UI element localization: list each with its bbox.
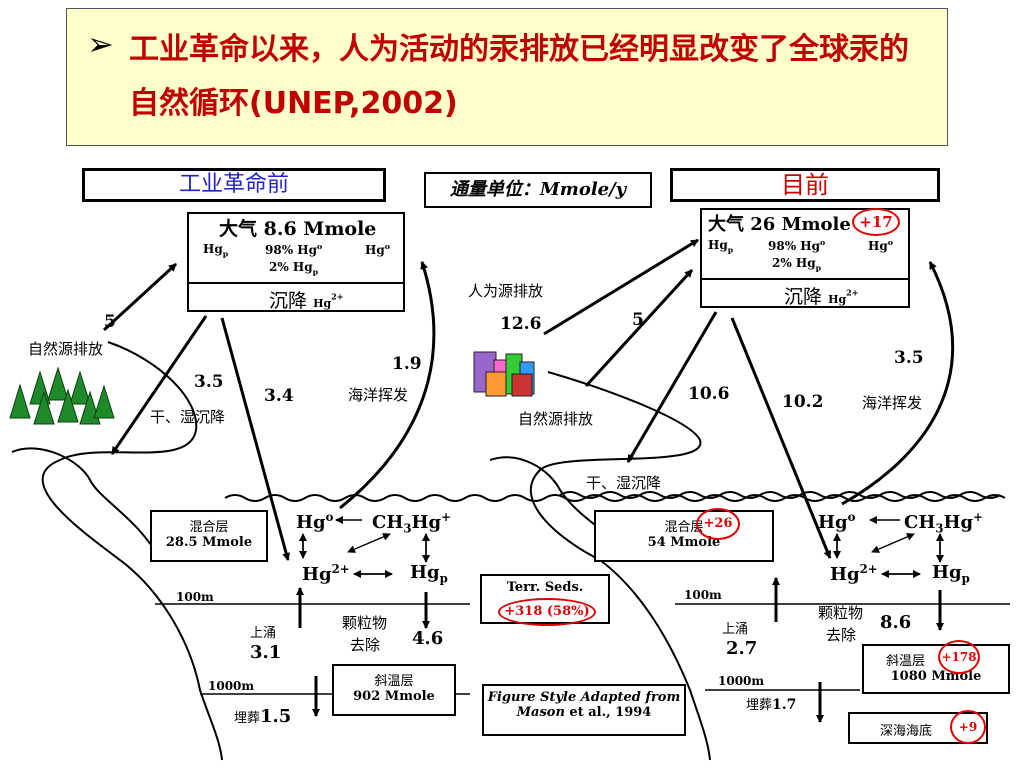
- header-preindustrial: 工业革命前: [82, 168, 386, 202]
- particle-removal-value-present: 8.6: [880, 612, 912, 633]
- particle-removal-label: 颗粒物: [342, 614, 388, 632]
- anthropogenic-emission-value: 12.6: [500, 314, 542, 334]
- river-left: [11, 447, 161, 561]
- depth-1000m-present: 1000m: [718, 674, 765, 688]
- natural-emission-label: 自然源排放: [28, 340, 104, 358]
- hg2-deposition-value: 3.4: [264, 386, 294, 406]
- mixed-layer-value: 28.5 Mmole: [165, 535, 253, 550]
- coastline-right: [529, 371, 711, 761]
- atmosphere-title-present: 大气 26 Mmole: [708, 214, 851, 235]
- burial-present: 埋葬1.7: [746, 697, 797, 713]
- hgp-species-present: Hgp: [932, 562, 970, 586]
- deposition-flux-label-present: 干、湿沉降: [586, 474, 662, 492]
- evasion-label: 海洋挥发: [348, 386, 409, 404]
- citation-line2: Mason et al., 1994: [516, 705, 652, 720]
- header-unit: 通量单位：Mmole/y: [424, 172, 652, 208]
- pct2-label-present: 2% Hgp: [772, 256, 822, 273]
- terr-seds-label: Terr. Seds.: [506, 580, 584, 595]
- thermocline-label: 斜温层: [374, 674, 414, 689]
- mixed-layer-delta-badge: +26: [696, 508, 740, 540]
- hgp-label-present: Hgp: [708, 238, 734, 255]
- header-present-label: 目前: [781, 171, 829, 199]
- evasion-value-present: 3.5: [894, 348, 924, 368]
- hgp-species: Hgp: [410, 562, 448, 586]
- deposition-flux-label: 干、湿沉降: [150, 408, 226, 426]
- depth-1000m: 1000m: [208, 679, 255, 693]
- hg2-species-present: Hg2+: [830, 562, 878, 585]
- header-present: 目前: [670, 168, 940, 202]
- upwelling-value-present: 2.7: [726, 638, 758, 659]
- deposition-flux-value: 3.5: [194, 372, 224, 392]
- anthropogenic-emission-label: 人为源排放: [468, 282, 544, 300]
- upwelling-label-present: 上涌: [722, 622, 749, 637]
- hg0-species: Hgo: [296, 510, 334, 533]
- header-preindustrial-label: 工业革命前: [178, 172, 289, 197]
- deposition-label: 沉降 Hg2+: [269, 290, 344, 312]
- natural-emission-value-present: 5: [632, 310, 644, 330]
- burial: 埋葬1.5: [234, 706, 292, 727]
- citation-box: Figure Style Adapted from Mason et al., …: [482, 684, 686, 736]
- mixed-layer-label-present: 混合层: [664, 520, 704, 535]
- particle-removal-value: 4.6: [412, 628, 444, 649]
- atmosphere-box-preindustrial: 大气 8.6 Mmole Hgp 98% Hgo Hgo 2% Hgp 沉降 H…: [187, 212, 405, 312]
- natural-emission-label-present: 自然源排放: [518, 410, 594, 428]
- unit-label: 通量单位：Mmole/y: [449, 179, 627, 200]
- thermocline-box-present: 斜温层 1080 Mmole: [862, 644, 1010, 694]
- thermocline-delta-badge: +178: [938, 640, 980, 674]
- citation-line1: Figure Style Adapted from: [487, 690, 681, 705]
- deep-sea-delta-badge: +9: [950, 710, 986, 744]
- deep-sea-floor-label: 深海海底: [880, 724, 933, 739]
- ocean-surface-right: [559, 491, 1001, 499]
- depth-100m: 100m: [176, 590, 214, 604]
- depth-100m-present: 100m: [684, 588, 722, 602]
- upwelling-label: 上涌: [250, 626, 277, 641]
- title-bullet-icon: ➢: [87, 25, 114, 63]
- hg2-species: Hg2+: [302, 562, 350, 585]
- ch3hg-species: CH3Hg+: [372, 510, 451, 536]
- pct1-label: 98% Hgo: [265, 242, 323, 257]
- atmosphere-title: 大气 8.6 Mmole: [219, 218, 377, 240]
- particle-removal-label-2: 去除: [350, 636, 381, 654]
- mixed-layer-value-present: 54 Mmole: [647, 535, 721, 550]
- thermocline-label-present: 斜温层: [886, 654, 926, 669]
- evasion-label-present: 海洋挥发: [862, 394, 923, 412]
- pct1-label-present: 98% Hgo: [768, 238, 826, 253]
- slide-title: 工业革命以来，人为活动的汞排放已经明显改变了全球汞的自然循环(UNEP,2002…: [129, 32, 909, 121]
- thermocline-box: 斜温层 902 Mmole: [332, 664, 456, 716]
- title-box: ➢ 工业革命以来，人为活动的汞排放已经明显改变了全球汞的自然循环(UNEP,20…: [66, 8, 948, 146]
- deposition-flux-value-present: 10.6: [688, 384, 730, 404]
- particle-removal-label-2-present: 去除: [826, 626, 857, 644]
- hgo-label: Hgo: [365, 242, 390, 257]
- mixed-layer-box-present: 混合层 54 Mmole: [594, 510, 774, 562]
- forest-icon: [9, 366, 115, 425]
- factory-icon: [473, 351, 535, 397]
- evasion-value: 1.9: [392, 354, 422, 374]
- hg0-species-present: Hgo: [818, 510, 856, 533]
- terr-seds-delta-badge: +318 (58%): [498, 598, 596, 626]
- hg2-deposition-value-present: 10.2: [782, 392, 824, 412]
- hgo-label-present: Hgo: [868, 238, 893, 253]
- mixed-layer-label: 混合层: [189, 520, 229, 535]
- thermocline-value: 902 Mmole: [353, 689, 435, 704]
- atmosphere-box-present: 大气 26 Mmole Hgp 98% Hgo Hgo 2% Hgp 沉降 Hg…: [700, 208, 910, 308]
- upwelling-value: 3.1: [250, 642, 282, 663]
- pct2-label: 2% Hgp: [269, 260, 319, 277]
- atmosphere-delta-badge: +17: [852, 208, 900, 236]
- coastline-left: [41, 341, 223, 761]
- natural-emission-value: 5: [104, 312, 116, 332]
- ocean-surface: [224, 494, 1006, 502]
- thermocline-value-present: 1080 Mmole: [890, 669, 982, 684]
- mixed-layer-box: 混合层 28.5 Mmole: [150, 510, 268, 562]
- deposition-label-present: 沉降 Hg2+: [784, 286, 859, 308]
- hgp-label: Hgp: [203, 242, 229, 259]
- particle-removal-label-present: 颗粒物: [818, 604, 864, 622]
- ch3hg-species-present: CH3Hg+: [904, 510, 983, 536]
